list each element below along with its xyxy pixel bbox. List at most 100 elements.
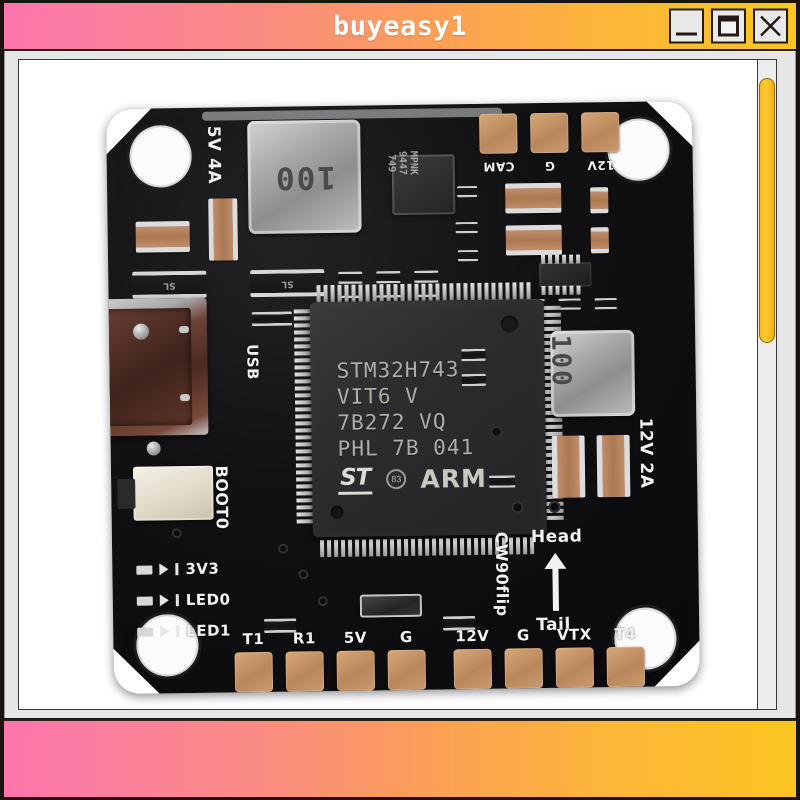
- close-icon: [760, 15, 781, 37]
- pad-12v: [581, 111, 620, 153]
- bottom-accent-bar: [4, 719, 796, 797]
- via: [548, 500, 561, 513]
- inductor-right: 100: [545, 329, 636, 417]
- label-vtx: VTX: [556, 625, 592, 644]
- smd-resistor: [376, 271, 401, 284]
- mcu-mold-mark: [500, 315, 519, 333]
- mcu-logo-row: ST 83 ARM: [337, 463, 487, 495]
- inductor-top: 100: [247, 119, 362, 235]
- minimize-button[interactable]: [669, 8, 704, 44]
- led-pad: [137, 627, 154, 637]
- label-g-2: G: [516, 626, 530, 645]
- led-diode-icon: [159, 563, 169, 576]
- close-button[interactable]: [753, 8, 788, 44]
- silk-usb: USB: [243, 343, 262, 381]
- silk-boot0: BOOT0: [211, 465, 232, 530]
- label-t1: T1: [242, 629, 265, 649]
- mcu-stm32: STM32H743 VIT6 V 7B272 VQ PHL 7B 041 ST …: [309, 299, 547, 538]
- smd-resistor: [461, 373, 486, 387]
- boot0-button: [132, 465, 214, 521]
- led-diode-icon: [159, 594, 169, 607]
- led-diode-icon: [160, 625, 170, 638]
- usb-c-tab: [178, 325, 190, 334]
- pad-g-1: [387, 649, 427, 691]
- smd-resistor: [489, 475, 516, 488]
- smd-capacitor: [596, 434, 631, 498]
- silk-cw90flip: CW90flip: [491, 531, 513, 617]
- label-5v: 5V: [343, 628, 367, 647]
- date-code-badge: 83: [386, 468, 407, 490]
- smd-resistor: [594, 298, 617, 310]
- pad-5v: [336, 650, 376, 691]
- smd-capacitor: [135, 220, 190, 253]
- usb-c-connector: [105, 297, 209, 437]
- regulator-ic: MPNK 9447 749: [386, 150, 456, 216]
- smd-resistor: [455, 221, 478, 234]
- led-bar: [176, 625, 180, 638]
- label-led0: LED0: [185, 590, 231, 610]
- sot-pins: [541, 254, 581, 265]
- label-12v-bottom: 12V: [455, 626, 490, 646]
- silk-head: Head: [530, 526, 583, 548]
- diode-sl: SL: [132, 270, 207, 299]
- smd-resistor: [461, 348, 486, 362]
- smd-resistor: [590, 187, 609, 214]
- scrollbar-thumb[interactable]: [759, 78, 775, 343]
- led-indicator-3v3: 3V3: [136, 560, 219, 579]
- maximize-button[interactable]: [711, 8, 746, 44]
- label-r1: R1: [292, 629, 316, 648]
- led-indicator-led0: LED0: [136, 590, 231, 610]
- label-3v3: 3V3: [185, 559, 220, 579]
- smd-resistor: [251, 311, 292, 327]
- smd-capacitor: [505, 182, 562, 214]
- mcu-pin1-dot: [330, 505, 344, 520]
- mcu-package-code: VIT6 V: [336, 383, 420, 409]
- mcu-trace-code: PHL 7B 041: [337, 435, 475, 461]
- usb-c-tab: [179, 393, 191, 402]
- via: [511, 501, 524, 514]
- smd-resistor: [590, 227, 610, 254]
- label-g-1: G: [399, 627, 413, 647]
- sot-transistor: [539, 262, 592, 288]
- led-bar: [175, 594, 179, 607]
- window-title: buyeasy1: [332, 10, 468, 42]
- pad-r1: [285, 651, 325, 692]
- st-logo: ST: [337, 464, 373, 495]
- smd-resistor: [414, 270, 439, 283]
- pad-cam: [479, 113, 518, 154]
- image-viewport: 100 5V 4A MPNK 9447 749: [18, 59, 762, 710]
- via: [278, 543, 289, 554]
- led-pad: [136, 565, 153, 575]
- diode-sl: SL: [250, 269, 325, 298]
- smd-capacitor: [208, 198, 239, 261]
- smd-resistor: [338, 271, 363, 284]
- mcu-marking: STM32H743 VIT6 V 7B272 VQ PHL 7B 041: [336, 356, 474, 462]
- orientation-arrow-stem: [552, 566, 559, 611]
- window-controls: [669, 8, 788, 44]
- smd-resistor: [558, 298, 581, 310]
- via: [171, 528, 182, 539]
- smd-resistor: [457, 185, 478, 198]
- label-g-top: G: [544, 158, 556, 173]
- label-led1: LED1: [186, 621, 232, 641]
- smd-resistor: [457, 249, 479, 262]
- pad-vtx: [555, 647, 595, 688]
- label-12v-top: 12V: [586, 158, 615, 173]
- silk-rail-12v: 12V 2A: [635, 417, 657, 489]
- smd-capacitor: [551, 435, 586, 498]
- via: [298, 569, 309, 580]
- led-pad: [136, 596, 153, 606]
- pad-g: [530, 112, 569, 154]
- via: [317, 596, 328, 607]
- window-titlebar: buyeasy1: [4, 3, 796, 51]
- pad-g-2: [504, 648, 544, 689]
- mounting-hole: [129, 124, 193, 188]
- vertical-scrollbar[interactable]: [757, 59, 777, 710]
- smd-capacitor: [505, 224, 563, 256]
- pcb-board: 100 5V 4A MPNK 9447 749: [105, 100, 701, 695]
- window-frame: 100 5V 4A MPNK 9447 749: [4, 51, 796, 718]
- mcu-part-number: STM32H743: [336, 357, 460, 383]
- led-indicator-led1: LED1: [137, 621, 231, 640]
- crystal-oscillator: [359, 593, 423, 618]
